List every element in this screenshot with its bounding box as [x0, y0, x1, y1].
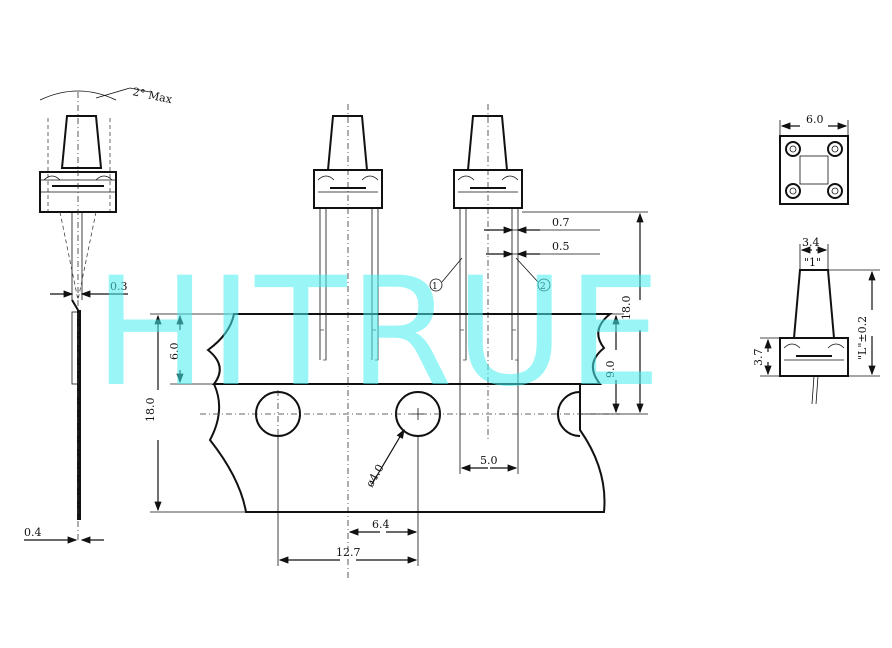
dim-adhesive-width: 6.0 — [168, 343, 181, 361]
dim-body-size: 6.0 — [806, 113, 824, 126]
sprocket-hole-partial — [557, 391, 581, 437]
svg-text:1: 1 — [432, 282, 438, 292]
callout-2 — [537, 278, 551, 292]
dim-tape-to-hole: 9.0 — [604, 361, 617, 379]
watermark: HITRUE — [94, 246, 663, 420]
switch-2 — [453, 104, 523, 440]
angle-label: 2° Max — [131, 85, 174, 106]
dim-lead-pitch: 5.0 — [480, 454, 498, 467]
dim-feed-pitch: 12.7 — [336, 546, 361, 559]
dim-cap-width: 3.4 — [802, 236, 820, 249]
cap-label: "1" — [804, 256, 821, 269]
length-label: "L"±0.2 — [856, 316, 869, 360]
svg-text:2: 2 — [540, 282, 546, 292]
dim-tape-width: 18.0 — [144, 398, 157, 423]
detail-view: 3.4 "1" "L"±0.2 3.7 — [752, 236, 880, 405]
switch-1 — [313, 104, 383, 580]
dim-pin-width: 0.3 — [110, 280, 128, 293]
dim-pin-gap: 0.5 — [552, 240, 570, 253]
dim-stem-height: 3.7 — [752, 349, 765, 367]
top-view: 6.0 — [779, 113, 849, 205]
side-view: 2° Max 0.3 0.4 — [24, 85, 174, 544]
dim-pin-thickness: 0.7 — [552, 216, 570, 229]
dim-hole-offset: 6.4 — [372, 518, 390, 531]
dim-tape-thickness: 0.4 — [24, 526, 42, 539]
callout-1 — [429, 278, 443, 292]
